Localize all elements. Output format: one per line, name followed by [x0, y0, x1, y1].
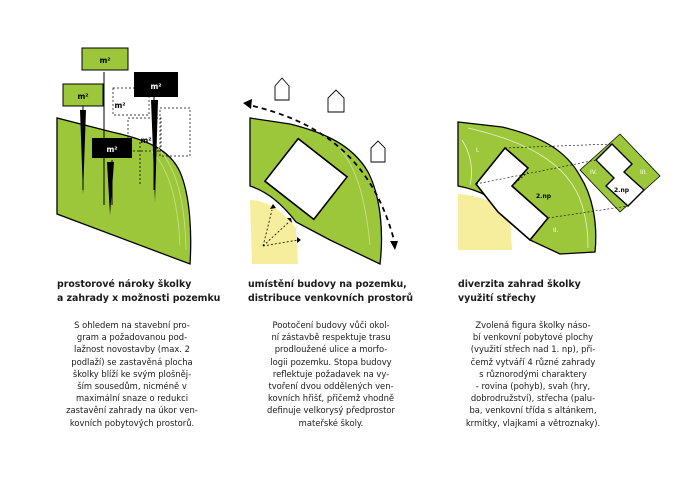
- concept-diagrams: m² m² m² m² m² m²: [56, 47, 661, 265]
- area-sign-black-center: [92, 138, 132, 158]
- roof-divider: [511, 171, 529, 187]
- column-body: S ohledem na stavební pro- gram a požado…: [66, 320, 198, 428]
- garden-boundary-line: [461, 139, 472, 186]
- area-sign-label: m²: [77, 92, 88, 101]
- access-route-arc: [252, 105, 395, 241]
- arrowhead-icon: [243, 99, 252, 109]
- arrowhead-icon: [270, 204, 276, 209]
- column-heading: diverzita zahrad školky využití střechy: [458, 279, 581, 304]
- garden-boundary-line: [467, 127, 589, 249]
- roof-plan-building: [595, 143, 646, 207]
- floor-label: 2.np: [614, 187, 630, 194]
- garden-label: IV.: [590, 169, 597, 176]
- plot-shape: [56, 117, 192, 265]
- area-sign-black-right: [134, 72, 178, 97]
- area-sign-green-top: [81, 47, 129, 71]
- area-sign-label: m²: [106, 145, 117, 154]
- column-heading: umístění budovy na pozemku, distribuce v…: [248, 279, 414, 304]
- contour-line: [157, 147, 187, 251]
- arrowhead-icon: [390, 241, 398, 250]
- view-arrow: [262, 221, 290, 247]
- contour-line: [339, 149, 371, 246]
- dashed-footprint: [112, 87, 150, 116]
- view-arrow: [262, 239, 299, 247]
- floor-label: 2.np: [536, 193, 552, 200]
- area-sign-label: m²: [114, 101, 125, 110]
- area-sign-label: m²: [150, 82, 161, 91]
- yellow-playground: [250, 200, 298, 264]
- house-icon: [370, 140, 386, 163]
- projection-line: [504, 143, 613, 149]
- column-body: Zvolená figura školky náso- bí venkovní …: [465, 320, 601, 428]
- column-body: Pootočení budovy vůči okol- ní zástavbě …: [267, 320, 395, 428]
- spike: [80, 110, 86, 195]
- building-footprint: [263, 137, 349, 221]
- arrowhead-icon: [297, 237, 301, 243]
- diagram-garden-diversity: I. II. III. IV. 2.np 2.np: [457, 121, 661, 255]
- dashed-footprint: [127, 117, 162, 152]
- column-heading: prostorové nároky školky a zahrady x mož…: [57, 279, 221, 304]
- projection-line: [475, 159, 597, 185]
- arrowhead-icon: [287, 218, 292, 223]
- diagram-building-placement: [243, 77, 398, 265]
- text-column-building-placement: umístění budovy na pozemku, distribuce v…: [248, 278, 418, 429]
- garden-label: I.: [476, 147, 480, 154]
- area-sign-label: m²: [140, 136, 151, 145]
- spike: [107, 162, 114, 215]
- building-footprint: [474, 146, 550, 242]
- garden-label: II.: [553, 227, 559, 234]
- garden-label: III.: [640, 169, 647, 176]
- text-column-space-requirements: prostorové nároky školky a zahrady x mož…: [57, 278, 227, 429]
- dashed-footprint: [159, 107, 191, 157]
- house-icon: [327, 89, 345, 113]
- area-sign-green-left: [62, 83, 104, 107]
- area-sign-label: m²: [99, 56, 110, 65]
- diagram-space-requirements: m² m² m² m² m² m²: [56, 47, 192, 265]
- spike: [151, 100, 158, 202]
- text-column-garden-diversity: diverzita zahrad školky využití střechy …: [458, 278, 628, 429]
- projection-line: [547, 205, 629, 219]
- house-icon: [274, 77, 290, 101]
